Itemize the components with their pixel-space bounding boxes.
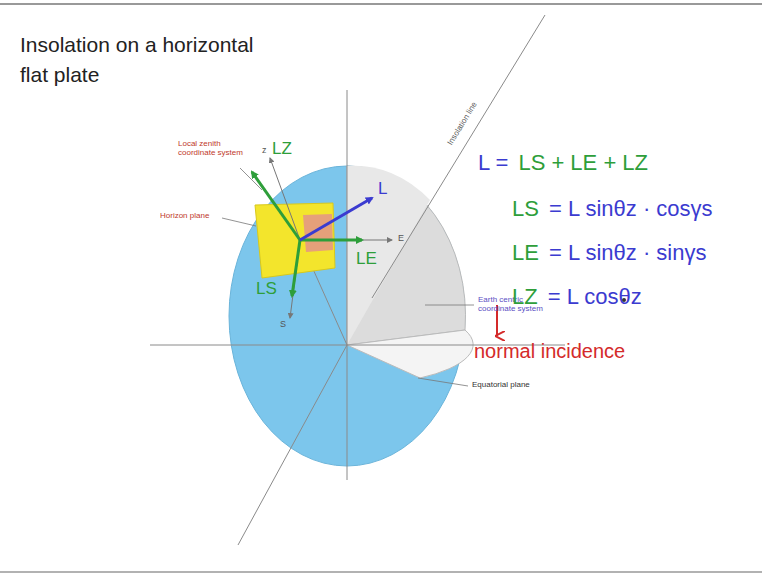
equation-text: = L cosθz	[548, 284, 642, 310]
equation-text: LE	[512, 240, 539, 266]
region-label: Equatorial plane	[472, 381, 530, 390]
region-label: Horizon plane	[160, 212, 209, 221]
axis-label: E	[398, 234, 404, 244]
equation-text: = L sinθz · cosγs	[549, 196, 713, 222]
equation-text: LS + LE + LZ	[518, 150, 648, 176]
equation-row: L = LS + LE + LZ	[478, 150, 648, 176]
equation-text: = L sinθz · sinγs	[549, 240, 707, 266]
vector-label: L	[378, 180, 387, 199]
equation-row: LE = L sinθz · sinγs	[512, 240, 706, 266]
vector-label: LS	[256, 280, 277, 299]
equation-row: LZ = L cosθz	[512, 284, 642, 310]
line-label: Insolation line	[447, 101, 480, 147]
equation-row: LS = L sinθz · cosγs	[512, 196, 713, 222]
axis-label: S	[280, 320, 286, 330]
equation-text: LZ	[512, 284, 538, 310]
annotation: normal incidence	[474, 340, 625, 362]
equation-text: LS	[512, 196, 539, 222]
region-label: Local zenith coordinate system	[178, 140, 248, 158]
axis-label: z	[262, 146, 267, 156]
vector-label: LE	[356, 250, 377, 269]
vector-label: LZ	[272, 140, 292, 159]
equation-text: L =	[478, 150, 508, 176]
page-title: Insolation on a horizontal flat plate	[20, 30, 280, 91]
